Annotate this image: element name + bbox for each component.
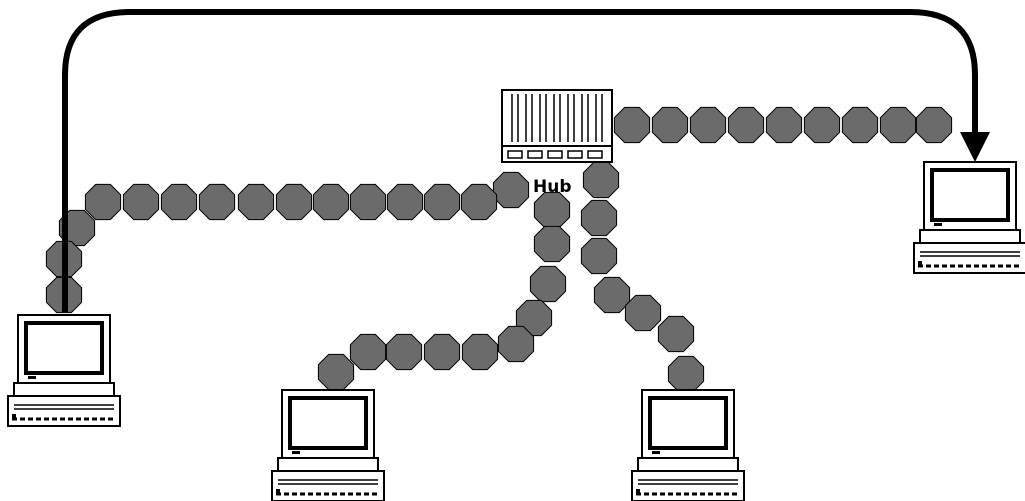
cable-bead [492, 171, 530, 209]
cable-bead [689, 106, 727, 144]
computer-left [7, 314, 121, 427]
cable-bead [727, 106, 765, 144]
cable-hub-to-computer-bottom-left [317, 191, 571, 391]
cable-bead [533, 191, 571, 229]
cable-bead [879, 106, 917, 144]
cable-bead [580, 237, 618, 275]
computer-right [913, 161, 1025, 274]
cable-bead [657, 315, 695, 353]
cable-bead [237, 183, 275, 221]
cable-bead [533, 225, 571, 263]
cable-bead [765, 106, 803, 144]
cable-bead [651, 106, 689, 144]
cable-bead [386, 183, 424, 221]
cable-bead [275, 183, 313, 221]
computer-bottom-right [631, 389, 745, 501]
cable-bead [515, 299, 553, 337]
cable-bead [497, 325, 535, 363]
cable-bead [667, 355, 705, 393]
hub [501, 89, 613, 163]
cable-bead [349, 183, 387, 221]
cable-bead [198, 183, 236, 221]
cable-bead [423, 333, 461, 371]
cable-bead [349, 333, 387, 371]
cable-bead [122, 183, 160, 221]
cable-bead [582, 161, 620, 199]
cable-bead [529, 265, 567, 303]
cable-bead [915, 106, 953, 144]
cable-bead [613, 106, 651, 144]
arrowhead-icon [960, 132, 990, 162]
cable-bead [580, 199, 618, 237]
cable-bead [312, 183, 350, 221]
cable-bead [460, 183, 498, 221]
cable-bead [58, 209, 96, 247]
cable-bead [461, 333, 499, 371]
cable-bead [803, 106, 841, 144]
cable-hub-to-computer-right [613, 106, 953, 144]
cable-bead [593, 276, 631, 314]
cable-bead [423, 183, 461, 221]
cable-bead [84, 183, 122, 221]
top-arrow [62, 9, 990, 312]
cable-bead [624, 294, 662, 332]
cable-hub-to-computer-left [45, 171, 530, 314]
cable-bead [385, 333, 423, 371]
cable-bead [160, 183, 198, 221]
hub-label: Hub [533, 177, 572, 197]
cable-bead [841, 106, 879, 144]
cable-bead [317, 353, 355, 391]
cable-hub-to-computer-bottom-right [580, 161, 705, 393]
computer-bottom-left [271, 389, 385, 501]
